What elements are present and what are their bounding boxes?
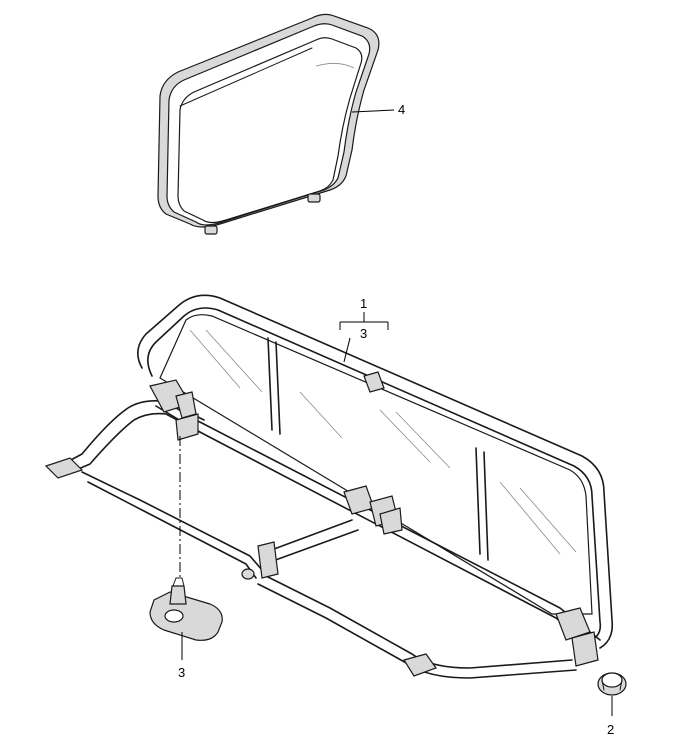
callout-3-part: 3 [178,665,185,680]
knob [597,672,627,696]
hinge-joints [149,379,599,667]
callout-2: 2 [607,722,614,737]
callout-3-group: 3 [360,326,367,341]
base-frame [44,400,577,679]
callout-4: 4 [398,102,405,117]
callout-leaders [179,109,613,716]
mounting-bracket [149,577,223,641]
storage-bag [157,13,380,235]
callout-1: 1 [360,296,367,311]
wind-deflector-frame [137,294,614,651]
